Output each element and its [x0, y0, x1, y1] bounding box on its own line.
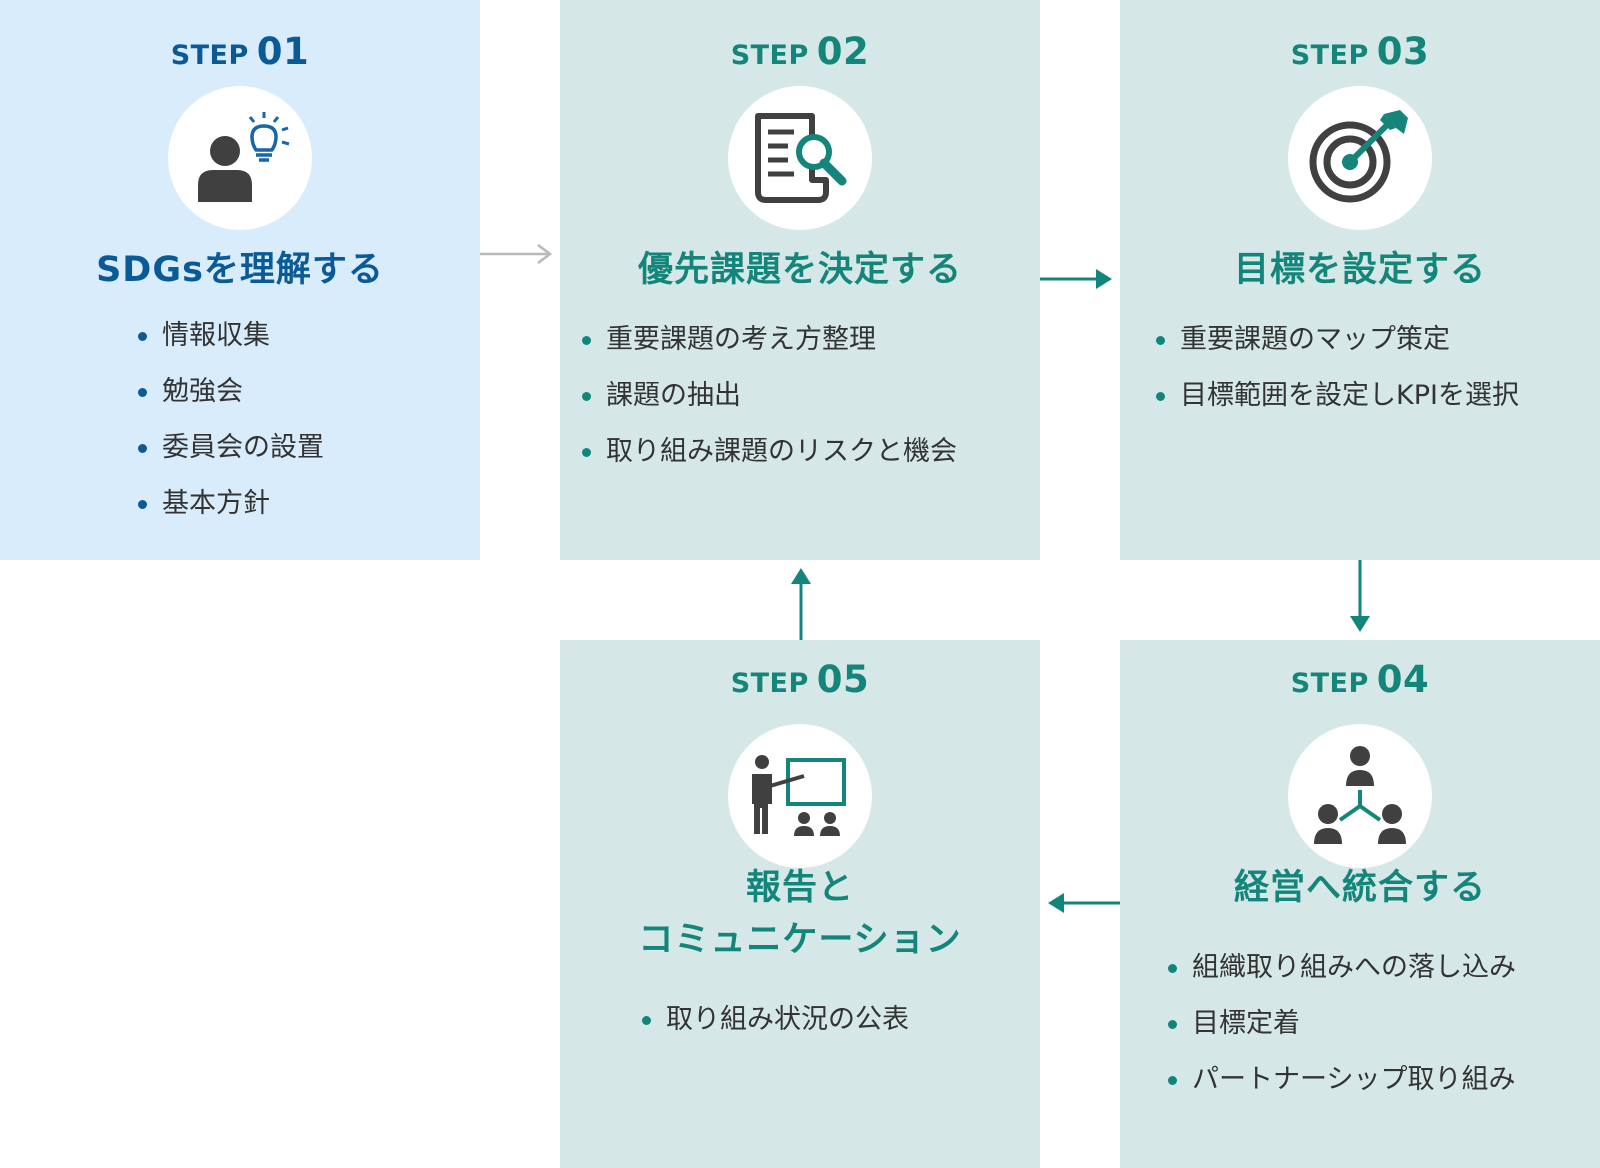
list-item: 目標範囲を設定しKPIを選択	[1154, 368, 1519, 424]
step-05-bullets: 取り組み状況の公表	[640, 992, 909, 1048]
bullet-dot	[1156, 336, 1165, 345]
bullet-dot	[1168, 1020, 1177, 1029]
step-word: STEP	[730, 40, 809, 71]
bullet-text: 勉強会	[162, 376, 243, 407]
target-arrow-icon	[1288, 86, 1432, 230]
bullet-dot	[138, 332, 147, 341]
bullet-text: 目標定着	[1192, 1008, 1300, 1039]
bullet-dot	[582, 336, 591, 345]
list-item: 組織取り組みへの落し込み	[1166, 940, 1516, 996]
arrow-04-to-05	[1046, 888, 1120, 918]
bullet-dot	[582, 392, 591, 401]
list-item: 取り組み課題のリスクと機会	[580, 424, 957, 480]
step-05-title-line2: コミュニケーション	[638, 920, 962, 960]
arrow-03-to-04	[1345, 560, 1375, 634]
bullet-text: 重要課題のマップ策定	[1180, 324, 1450, 355]
list-item: 基本方針	[136, 476, 324, 532]
step-04-title: 経営へ統合する	[1233, 868, 1486, 908]
bullet-dot	[1168, 1076, 1177, 1085]
bullet-dot	[138, 388, 147, 397]
step-word: STEP	[1290, 668, 1369, 699]
step-05-title: 報告と コミュニケーション	[560, 862, 1040, 966]
list-item: 取り組み状況の公表	[640, 992, 909, 1048]
step-number: 02	[816, 30, 870, 73]
list-item: 課題の抽出	[580, 368, 957, 424]
bullet-text: 重要課題の考え方整理	[606, 324, 876, 355]
step-number: 03	[1376, 30, 1430, 73]
step-word: STEP	[730, 668, 809, 699]
step-word: STEP	[170, 40, 249, 71]
list-item: パートナーシップ取り組み	[1166, 1052, 1516, 1108]
bullet-text: 情報収集	[162, 320, 270, 351]
step-number: 05	[816, 658, 870, 701]
arrow-05-to-02	[786, 566, 816, 640]
bullet-dot	[1168, 964, 1177, 973]
bullet-dot	[138, 500, 147, 509]
presenter-board-icon	[728, 724, 872, 868]
step-number: 04	[1376, 658, 1430, 701]
people-network-icon	[1288, 724, 1432, 868]
step-03-title: 目標を設定する	[1233, 250, 1486, 290]
step-number: 01	[256, 30, 310, 73]
document-magnifier-icon	[728, 86, 872, 230]
arrow-02-to-03	[1040, 264, 1114, 294]
list-item: 目標定着	[1166, 996, 1516, 1052]
bullet-text: 取り組み状況の公表	[666, 1004, 909, 1035]
step-word: STEP	[1290, 40, 1369, 71]
list-item: 委員会の設置	[136, 420, 324, 476]
bullet-dot	[138, 444, 147, 453]
step-05-title-line1: 報告と	[745, 868, 854, 908]
step-01-title: SDGsを理解する	[96, 250, 384, 290]
bullet-text: 取り組み課題のリスクと機会	[606, 436, 957, 467]
bullet-dot	[1156, 392, 1165, 401]
bullet-text: 委員会の設置	[162, 432, 324, 463]
bullet-text: 組織取り組みへの落し込み	[1192, 952, 1516, 983]
bullet-dot	[642, 1016, 651, 1025]
list-item: 情報収集	[136, 308, 324, 364]
list-item: 重要課題の考え方整理	[580, 312, 957, 368]
step-04-bullets: 組織取り組みへの落し込み 目標定着 パートナーシップ取り組み	[1166, 940, 1516, 1108]
step-02-bullets: 重要課題の考え方整理 課題の抽出 取り組み課題のリスクと機会	[580, 312, 957, 480]
step-03-bullets: 重要課題のマップ策定 目標範囲を設定しKPIを選択	[1154, 312, 1519, 424]
bullet-text: 課題の抽出	[606, 380, 741, 411]
bullet-text: 基本方針	[162, 488, 270, 519]
list-item: 勉強会	[136, 364, 324, 420]
step-01-bullets: 情報収集 勉強会 委員会の設置 基本方針	[136, 308, 324, 532]
person-lightbulb-icon	[168, 86, 312, 230]
step-02-title: 優先課題を決定する	[637, 250, 962, 290]
list-item: 重要課題のマップ策定	[1154, 312, 1519, 368]
bullet-dot	[582, 448, 591, 457]
arrow-01-to-02	[480, 240, 554, 268]
bullet-text: 目標範囲を設定しKPIを選択	[1180, 380, 1519, 411]
bullet-text: パートナーシップ取り組み	[1192, 1064, 1516, 1095]
